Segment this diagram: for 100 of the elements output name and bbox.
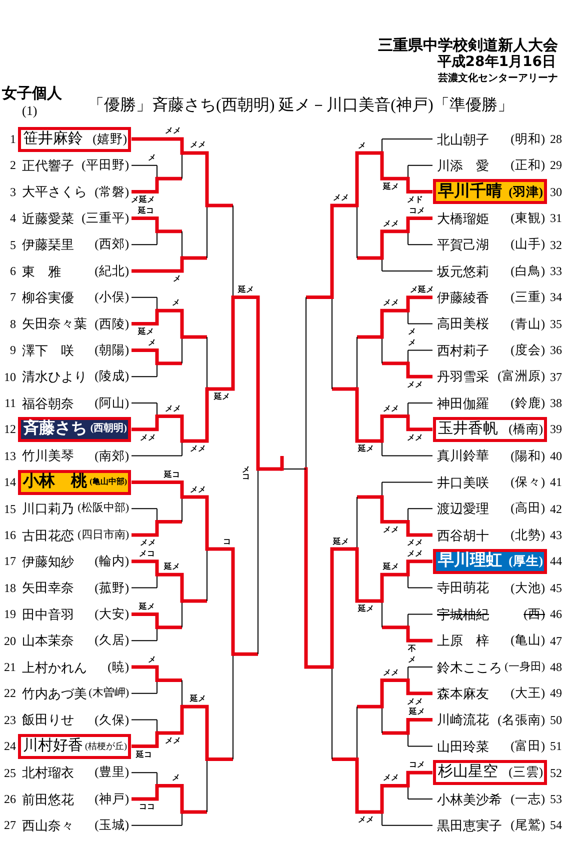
player-name: 北山朝子 (437, 132, 489, 146)
player-name: 川口莉乃 (22, 502, 74, 516)
player-name: 玉井香帆 (438, 422, 498, 437)
entry-number: 3 (10, 186, 16, 198)
player-box (18, 470, 131, 495)
entry-number: 18 (4, 582, 16, 594)
player-name: 鈴木こころ (437, 660, 502, 674)
school-name: (一身田) (504, 662, 545, 672)
player-name: 渡辺愛理 (437, 502, 489, 516)
player-name: 早川千晴 (438, 184, 502, 200)
entry-number: 24 (4, 740, 16, 752)
score-label: メ延メ (131, 196, 155, 204)
category-label: 女子個人 (2, 86, 62, 100)
school-name: (名張南) (498, 714, 545, 726)
score-label: 延メ (164, 563, 180, 571)
entry-number: 53 (550, 793, 562, 805)
entry-number: 17 (4, 555, 16, 568)
player-name: 杉山星空 (438, 765, 498, 780)
score-label: メメ (165, 737, 181, 745)
player-name: 大平さくら (22, 185, 87, 198)
player-name: 西山奈々 (22, 818, 74, 832)
score-label: コ (223, 538, 231, 546)
score-label: メ (148, 338, 156, 346)
score-label: 延メ (358, 445, 374, 453)
score-label: メメ (407, 698, 423, 706)
player-name: 西村莉子 (437, 344, 489, 357)
school-name: (西陵) (94, 318, 129, 330)
entry-number: 46 (550, 608, 562, 620)
entry-number: 23 (4, 714, 16, 726)
entry-number: 4 (10, 212, 16, 224)
score-label: メメ (383, 299, 399, 307)
entry-number: 26 (4, 793, 16, 805)
score-label: ココ (139, 803, 155, 811)
entry-number: 34 (550, 291, 562, 304)
player-name: 小林美沙希 (437, 792, 502, 806)
entry-number: 10 (4, 370, 16, 383)
score-label: メメ (190, 486, 206, 494)
block-number: (1) (22, 104, 38, 116)
player-name: 丹羽雪采 (437, 370, 489, 384)
score-label: コメ (409, 761, 425, 769)
score-label: メメ (407, 381, 423, 389)
school-name: (明和) (510, 132, 545, 146)
player-name: 上村かれん (22, 660, 87, 674)
score-label: 延メ (383, 183, 399, 191)
school-name: (一志) (510, 792, 545, 806)
player-name: 正代響子 (22, 158, 74, 172)
school-name: (度会) (510, 344, 545, 356)
school-name: (北勢) (510, 528, 545, 542)
entry-number: 50 (550, 714, 562, 726)
entry-number: 20 (4, 634, 16, 647)
school-name: (西) (524, 608, 545, 620)
player-name: 上原 梓 (437, 634, 489, 648)
entry-number: 19 (4, 608, 16, 620)
entry-number: 39 (550, 423, 562, 436)
score-label: 不 (408, 645, 416, 653)
entry-number: 36 (550, 344, 562, 356)
score-label: メコ (139, 550, 155, 558)
entry-number: 28 (550, 133, 562, 145)
player-name: 川村好香 (23, 738, 83, 754)
score-label: メ (172, 774, 180, 782)
score-label: 延メ (238, 286, 254, 294)
player-name: 黒田恵実子 (437, 818, 502, 832)
score-label: メ (148, 154, 156, 162)
score-label: メメ (407, 434, 423, 442)
school-name: (保々) (510, 476, 545, 488)
entry-number: 35 (550, 318, 562, 330)
score-label: 延メ (383, 563, 399, 571)
player-name: 竹川美琴 (22, 449, 74, 462)
school-name: (松阪中部) (78, 503, 129, 514)
score-label: メメ (407, 550, 423, 558)
entry-number: 14 (4, 476, 16, 488)
score-label: メ (148, 656, 156, 664)
player-name: 飯田りせ (22, 713, 74, 726)
player-name: 福谷朝奈 (22, 396, 74, 410)
school-name: (陵成) (94, 370, 129, 383)
entry-number: 27 (4, 819, 16, 832)
entry-number: 12 (4, 423, 16, 436)
entry-number: 9 (10, 344, 16, 356)
entry-number: 22 (4, 687, 16, 700)
entry-number: 49 (550, 687, 562, 700)
score-label: メメ (358, 816, 374, 824)
player-name: 早川理虹 (438, 553, 502, 570)
entry-number: 33 (550, 265, 562, 277)
score-label: メメ (383, 526, 399, 534)
player-name: 宇城柚紀 (437, 608, 489, 621)
player-name: 北村瑠衣 (22, 766, 74, 780)
entry-number: 42 (550, 502, 562, 515)
score-label: メメ (140, 434, 156, 442)
entry-number: 54 (550, 819, 562, 832)
player-name: 山田玲菜 (437, 740, 489, 753)
player-box (18, 126, 131, 152)
entry-number: 48 (550, 661, 562, 673)
school-name: (東観) (510, 212, 545, 224)
score-label: メ (408, 656, 416, 664)
player-name: 柳谷実優 (22, 290, 74, 304)
score-label: メ (173, 275, 181, 283)
player-box (18, 416, 131, 442)
school-name: (南郊) (94, 450, 129, 462)
player-name: 高田美桜 (437, 317, 489, 330)
entry-number: 6 (10, 265, 16, 277)
